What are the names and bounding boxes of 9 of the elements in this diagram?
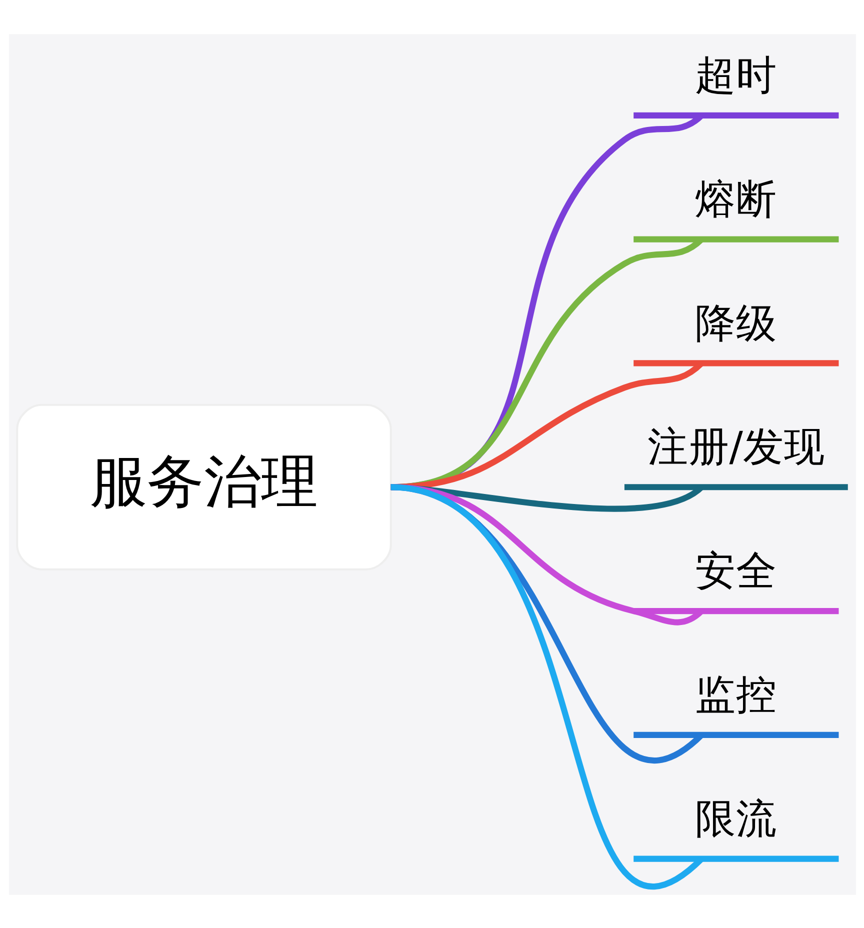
- node-box: 服务治理: [16, 403, 392, 570]
- node-text: 监控: [694, 670, 777, 718]
- node-text: 超时: [694, 50, 777, 99]
- node-text: 注册/发现: [646, 422, 825, 470]
- node-text: 熔断: [694, 174, 777, 222]
- node-text: 限流: [694, 794, 777, 842]
- node-text: 安全: [694, 546, 777, 594]
- connector: [390, 484, 703, 887]
- node-text: 降级: [694, 298, 777, 346]
